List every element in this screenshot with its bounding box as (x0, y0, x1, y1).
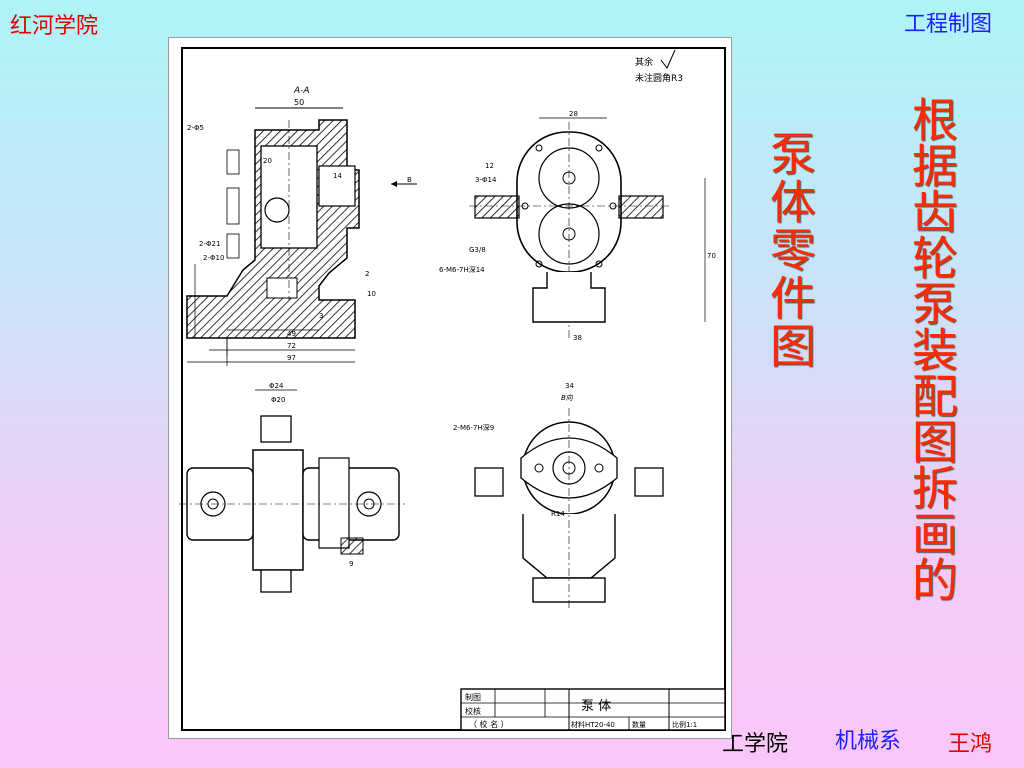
dim-3: 3 (319, 312, 323, 320)
dim-20: 20 (263, 157, 272, 165)
tb-material: 材料HT20-40 (571, 720, 615, 729)
dim-97: 97 (287, 354, 296, 362)
drawing-frame (181, 47, 726, 731)
dim-38: 38 (573, 334, 582, 342)
note-fillet: 未注圆角R3 (635, 72, 683, 84)
note-roughness: 其余 (635, 56, 653, 68)
dim-49: 49 (287, 330, 296, 338)
school-name: 红河学院 (10, 14, 99, 39)
footer-author: 王鸿 (948, 732, 993, 757)
tb-school: （ 校 名 ） (469, 719, 509, 729)
section-label: A-A (293, 86, 310, 96)
footer-college: 工学院 (722, 732, 789, 757)
dim-3-phi14: 3-Φ14 (475, 176, 497, 184)
dim-28: 28 (569, 110, 578, 118)
dim-34: 34 (565, 382, 574, 390)
tb-part-name: 泵 体 (581, 699, 611, 714)
tb-drawn: 制图 (465, 692, 481, 702)
tb-checked: 校核 (465, 706, 481, 716)
dim-50: 50 (294, 98, 304, 107)
dim-14: 14 (333, 172, 342, 180)
dim-2-m6: 2-M6-7H深9 (453, 423, 494, 432)
title-block: 制图 校核 泵 体 （ 校 名 ） 材料HT20-40 数量 比例1:1 (460, 688, 726, 731)
dim-72: 72 (287, 342, 296, 350)
top-view: Φ24 Φ20 9 (179, 382, 405, 593)
dim-9: 9 (349, 560, 353, 568)
tb-quantity: 数量 (632, 720, 646, 729)
b-direction-view: 34 B向 2-M6-7H深9 R14 (453, 382, 664, 608)
course-name: 工程制图 (904, 12, 993, 37)
pump-body-drawing: 其余 未注圆角R3 A-A 50 2-Φ5 20 14 B 2-Φ21 2-Φ1… (179, 47, 726, 731)
dim-phi24: Φ24 (269, 382, 284, 390)
engineering-drawing: 其余 未注圆角R3 A-A 50 2-Φ5 20 14 B 2-Φ21 2-Φ1… (168, 37, 732, 739)
roughness-symbol (660, 49, 676, 69)
dim-2-phi21: 2-Φ21 (199, 240, 220, 248)
dim-phi5: 2-Φ5 (187, 124, 204, 132)
tb-scale: 比例1:1 (672, 720, 697, 729)
dim-r14: R14 (551, 510, 565, 518)
dim-2-phi10: 2-Φ10 (203, 254, 224, 262)
view-label: B向 (561, 394, 574, 402)
instruction-title: 根据齿轮泵装配图拆画的 (905, 96, 959, 602)
dim-phi20: Φ20 (271, 396, 285, 404)
part-drawing-title: 泵体零件图 (763, 130, 817, 370)
front-view: 28 38 70 12 3-Φ14 G3/8 6-M6-7H深14 (439, 110, 716, 342)
footer-department: 机械系 (835, 729, 902, 754)
dim-2: 2 (365, 270, 369, 278)
dim-6-m6: 6-M6-7H深14 (439, 265, 485, 274)
svg-text:B: B (407, 176, 412, 184)
dim-10: 10 (367, 290, 376, 298)
section-view-a-a: A-A 50 2-Φ5 20 14 B 2-Φ21 2-Φ10 2 10 3 4… (186, 86, 417, 366)
dim-g38: G3/8 (469, 246, 486, 254)
dim-70: 70 (707, 252, 716, 260)
dim-12: 12 (485, 162, 494, 170)
